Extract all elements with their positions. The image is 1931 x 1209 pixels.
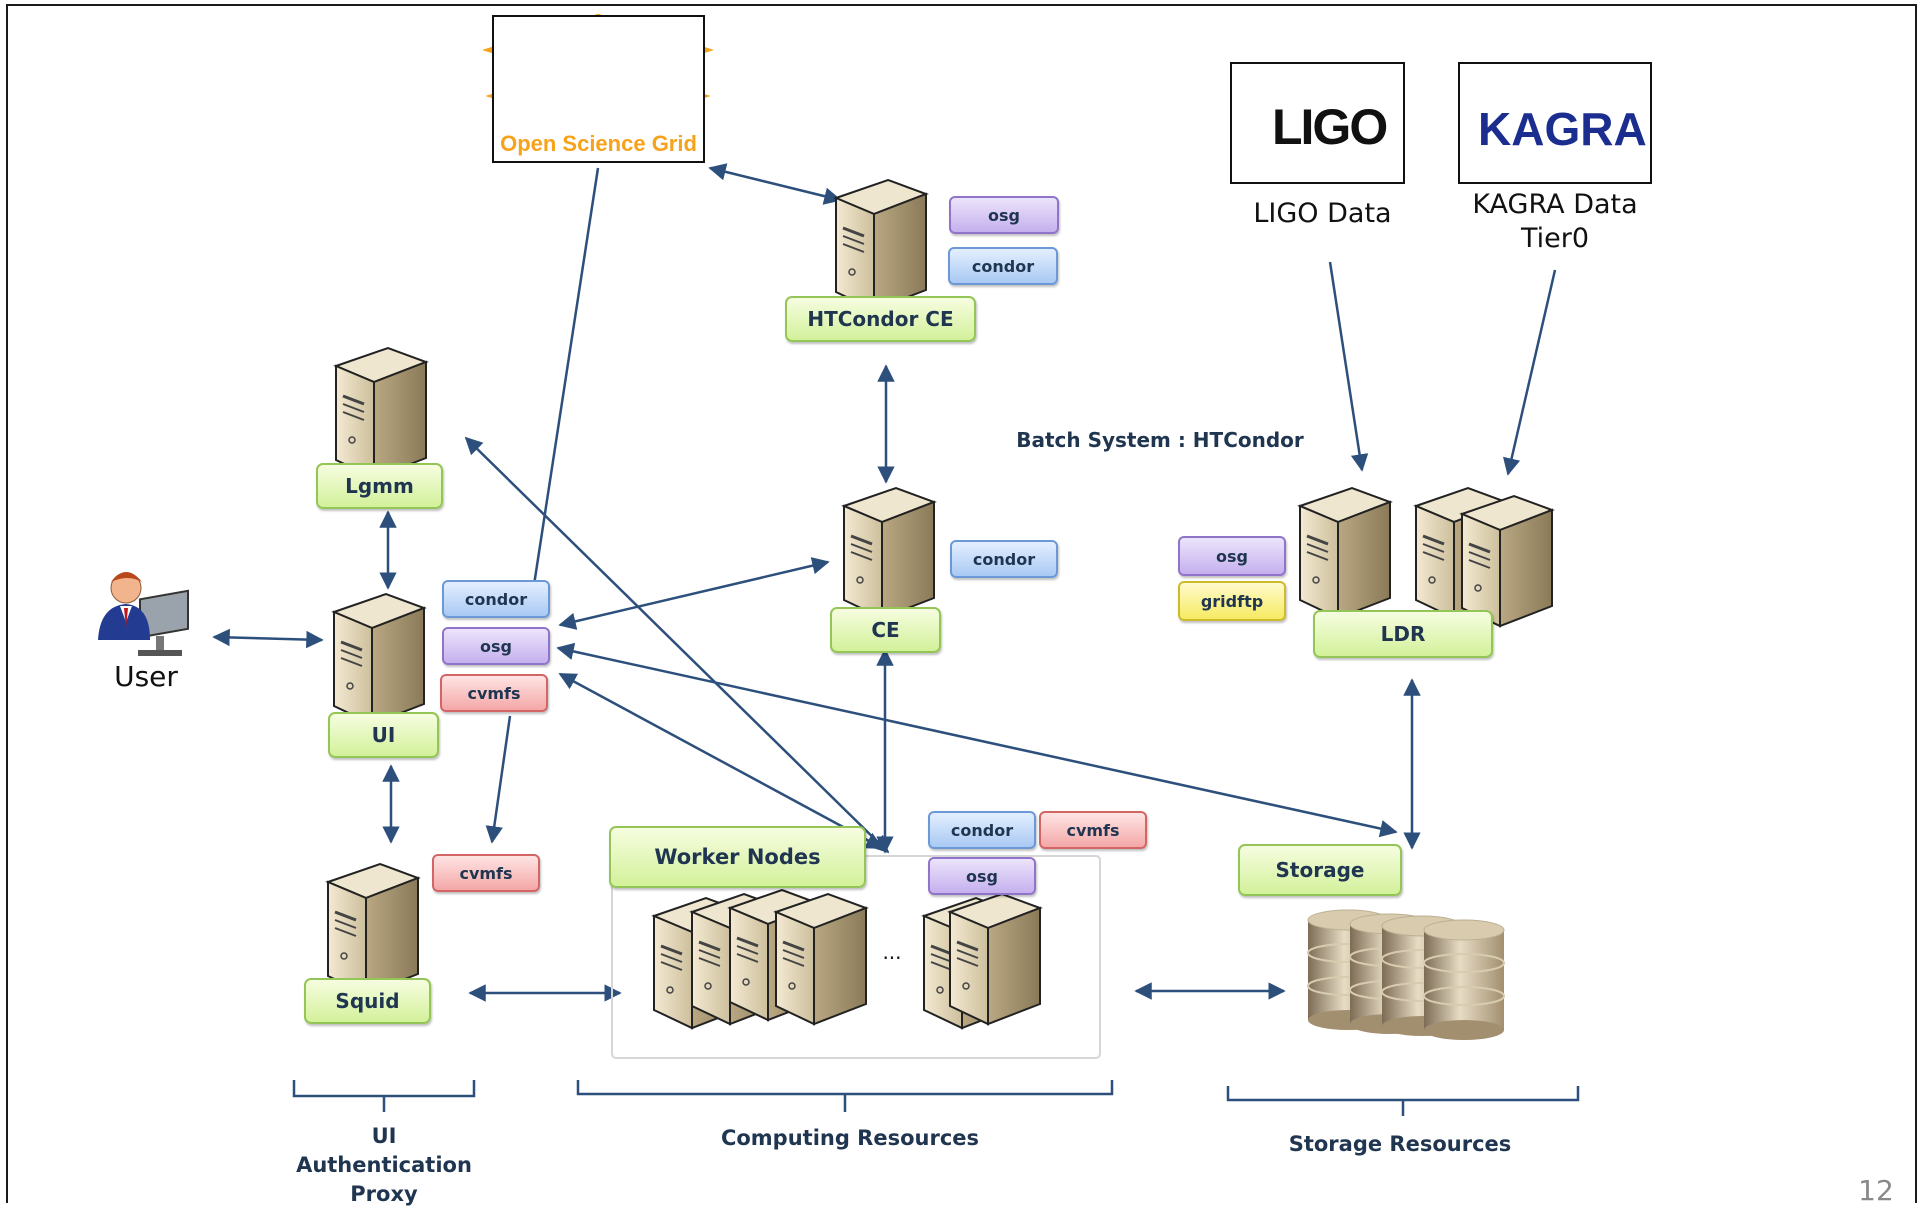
user-icon xyxy=(98,572,189,656)
htcondor-ce-osg-tag: osg xyxy=(949,196,1059,234)
kagra-data-label: KAGRA Data Tier0 xyxy=(1440,188,1670,256)
ui-authentication-proxy-group-label: UI Authentication Proxy xyxy=(274,1122,494,1209)
ldr-server-icon-3 xyxy=(1460,494,1554,628)
computing-resources-group-label: Computing Resources xyxy=(720,1126,980,1150)
ligo-logo-text: LIGO xyxy=(1272,99,1388,155)
htcondor-ce-server-icon xyxy=(834,178,928,312)
htcondor-ce-label[interactable]: HTCondor CE xyxy=(785,296,976,342)
ui-label[interactable]: UI xyxy=(328,712,439,758)
storage-resources-group-label: Storage Resources xyxy=(1288,1132,1512,1156)
user-label: User xyxy=(114,660,178,693)
ce-label[interactable]: CE xyxy=(830,607,941,653)
group-ui-line1: UI xyxy=(371,1124,397,1148)
ligo-logo: LIGO xyxy=(1230,62,1405,184)
ldr-gridftp-tag: gridftp xyxy=(1178,581,1286,621)
worker-condor-tag: condor xyxy=(928,811,1036,849)
worker-server-icon-4 xyxy=(774,892,868,1026)
squid-server-icon xyxy=(326,862,420,996)
kagra-logo: KAGRA xyxy=(1458,62,1652,184)
htcondor-ce-condor-tag: condor xyxy=(948,247,1058,285)
ligo-data-label: LIGO Data xyxy=(1253,198,1392,229)
worker-cvmfs-tag: cvmfs xyxy=(1039,811,1147,849)
ce-condor-tag: condor xyxy=(950,540,1058,578)
osg-logo: Open Science Grid xyxy=(492,15,705,163)
worker-server-icon-6 xyxy=(948,892,1042,1026)
storage-disk-icon-4 xyxy=(1423,919,1505,1041)
slide-frame xyxy=(6,4,1917,1203)
ldr-label[interactable]: LDR xyxy=(1313,610,1493,658)
group-ui-line2: Authentication xyxy=(296,1153,472,1177)
kagra-data-line2: Tier0 xyxy=(1520,223,1590,254)
group-ui-line3: Proxy xyxy=(350,1182,418,1206)
kagra-data-line1: KAGRA Data xyxy=(1472,189,1638,220)
storage-label[interactable]: Storage xyxy=(1238,844,1402,896)
ui-server-icon xyxy=(332,592,426,726)
batch-system-label: Batch System : HTCondor xyxy=(1016,428,1304,452)
ui-cvmfs-tag: cvmfs xyxy=(440,674,548,712)
squid-cvmfs-tag: cvmfs xyxy=(432,854,540,892)
ce-server-icon xyxy=(842,486,936,620)
squid-label[interactable]: Squid xyxy=(304,978,431,1024)
lgmm-label[interactable]: Lgmm xyxy=(316,463,443,509)
worker-ellipsis: ... xyxy=(882,940,902,964)
ldr-osg-tag: osg xyxy=(1178,536,1286,576)
ui-osg-tag: osg xyxy=(442,627,550,665)
lgmm-server-icon xyxy=(334,346,428,480)
page-number: 12 xyxy=(1858,1174,1894,1207)
ldr-server-icon-1 xyxy=(1298,486,1392,620)
osg-logo-text: Open Science Grid xyxy=(500,131,697,156)
worker-nodes-label[interactable]: Worker Nodes xyxy=(609,826,866,888)
ui-condor-tag: condor xyxy=(442,580,550,618)
worker-osg-tag: osg xyxy=(928,857,1036,895)
kagra-logo-text: KAGRA xyxy=(1478,103,1647,155)
